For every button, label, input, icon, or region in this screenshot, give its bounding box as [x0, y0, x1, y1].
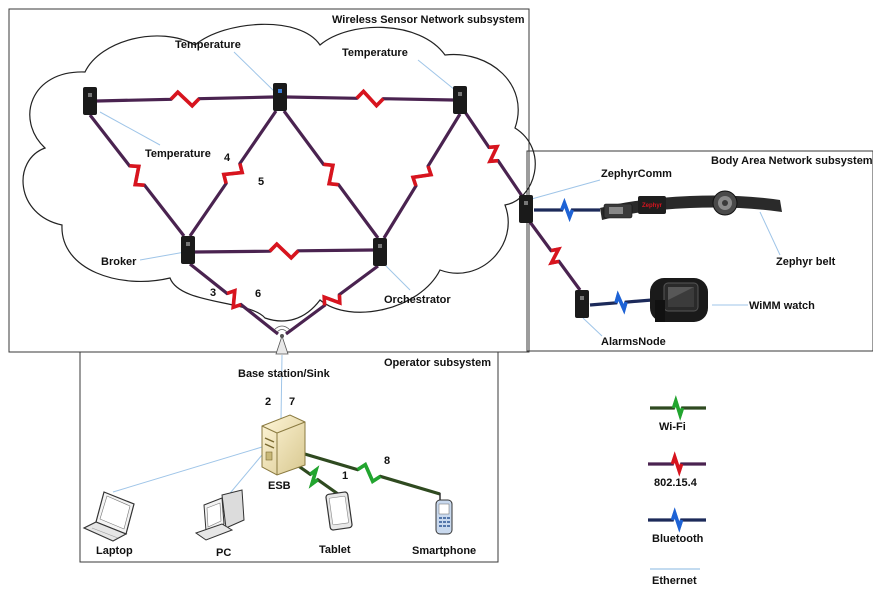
base-station-antenna-icon: [273, 325, 291, 355]
wsn-subsystem-box: [8, 8, 530, 353]
zigbee-link-orchestrator-sink: [285, 264, 379, 336]
sensor-node-top: [273, 83, 287, 111]
operator-subsystem-box: [79, 351, 499, 563]
smartphone-label: Smartphone: [412, 545, 476, 557]
legend-wifi-symbol: [650, 395, 706, 421]
ethernet-links: [99, 51, 781, 499]
zigbee-link-broker-orchestrator: [194, 241, 374, 261]
smartphone-icon: [435, 493, 453, 535]
ban-subsystem-title: Body Area Network subsystem: [711, 155, 873, 167]
pc-label: PC: [216, 547, 231, 559]
zigbee-link-top-broker: [188, 110, 278, 237]
zephyrcomm-node: [519, 195, 533, 223]
temperature-right-label: Temperature: [342, 47, 408, 59]
tablet-label: Tablet: [319, 544, 351, 556]
wifi-links: [289, 450, 441, 496]
step-2: 2: [265, 396, 271, 408]
zephyr-belt-brand: Zephyr: [642, 203, 663, 209]
zigbee-link-right-orchestrator: [382, 113, 462, 239]
legend-zigbee-bolt: [648, 451, 706, 477]
sensor-node-right: [453, 86, 467, 114]
esb-label: ESB: [268, 480, 291, 492]
ban-subsystem-box: [526, 150, 873, 352]
step-6: 6: [255, 288, 261, 300]
operator-subsystem-title: Operator subsystem: [384, 357, 491, 369]
zigbee-link-right-zephyrcomm: [463, 111, 524, 197]
legend-zigbee-label: 802.15.4: [654, 477, 698, 489]
zigbee-link-broker-sink: [189, 262, 279, 336]
zephyr-belt-label: Zephyr belt: [776, 256, 836, 268]
zigbee-link-left-top: [96, 89, 274, 109]
legend-wifi-label: Wi-Fi: [659, 421, 686, 433]
wimm-watch-icon: [650, 278, 708, 322]
zephyrcomm-label: ZephyrComm: [601, 168, 672, 180]
wsn-cloud: [22, 23, 536, 322]
temperature-left-label: Temperature: [145, 148, 211, 160]
legend-ethernet-label: Ethernet: [652, 575, 697, 587]
zigbee-link-top-right: [286, 88, 454, 109]
laptop-icon: [82, 491, 135, 542]
step-4: 4: [224, 152, 231, 164]
bluetooth-link-zephyrcomm-belt: [534, 197, 600, 223]
legend-bluetooth-label: Bluetooth: [652, 533, 704, 545]
pc-icon: [194, 489, 245, 541]
orchestrator-node: [373, 238, 387, 266]
base-station-label: Base station/Sink: [238, 368, 331, 380]
zigbee-links: [88, 88, 582, 336]
zigbee-link-left-broker: [88, 114, 186, 237]
alarms-node-label: AlarmsNode: [601, 336, 666, 348]
step-8: 8: [384, 455, 390, 467]
zephyr-belt-icon: Zephyr: [600, 190, 782, 220]
legend-bluetooth-bolt: [648, 507, 706, 533]
wsn-subsystem-title: Wireless Sensor Network subsystem: [332, 14, 525, 26]
laptop-label: Laptop: [96, 545, 133, 557]
bluetooth-links: [534, 197, 653, 315]
step-3: 3: [210, 287, 216, 299]
tablet-icon: [325, 491, 353, 531]
step-1: 1: [342, 470, 348, 482]
zigbee-link-top-orchestrator: [282, 110, 380, 239]
wifi-link-esb-tablet: [289, 458, 339, 496]
wifi-link-esb-smartphone: [297, 450, 441, 496]
broker-label: Broker: [101, 256, 137, 268]
alarms-node: [575, 290, 589, 318]
step-5: 5: [258, 176, 264, 188]
orchestrator-label: Orchestrator: [384, 294, 451, 306]
legend-bluetooth-symbol: [648, 507, 706, 533]
legend-wifi-bolt: [650, 395, 706, 421]
broker-node: [181, 236, 195, 264]
legend-zigbee-symbol: [648, 451, 706, 477]
esb-server-icon: [261, 414, 306, 476]
sensor-node-left: [83, 87, 97, 115]
bluetooth-link-alarms-watch: [589, 290, 653, 315]
step-7: 7: [289, 396, 295, 408]
legend: Wi-Fi 802.15.4 Bluetooth Ethernet: [648, 395, 706, 587]
zigbee-link-zephyrcomm-alarms: [528, 221, 582, 291]
temperature-top-label: Temperature: [175, 39, 241, 51]
wimm-watch-label: WiMM watch: [749, 300, 815, 312]
